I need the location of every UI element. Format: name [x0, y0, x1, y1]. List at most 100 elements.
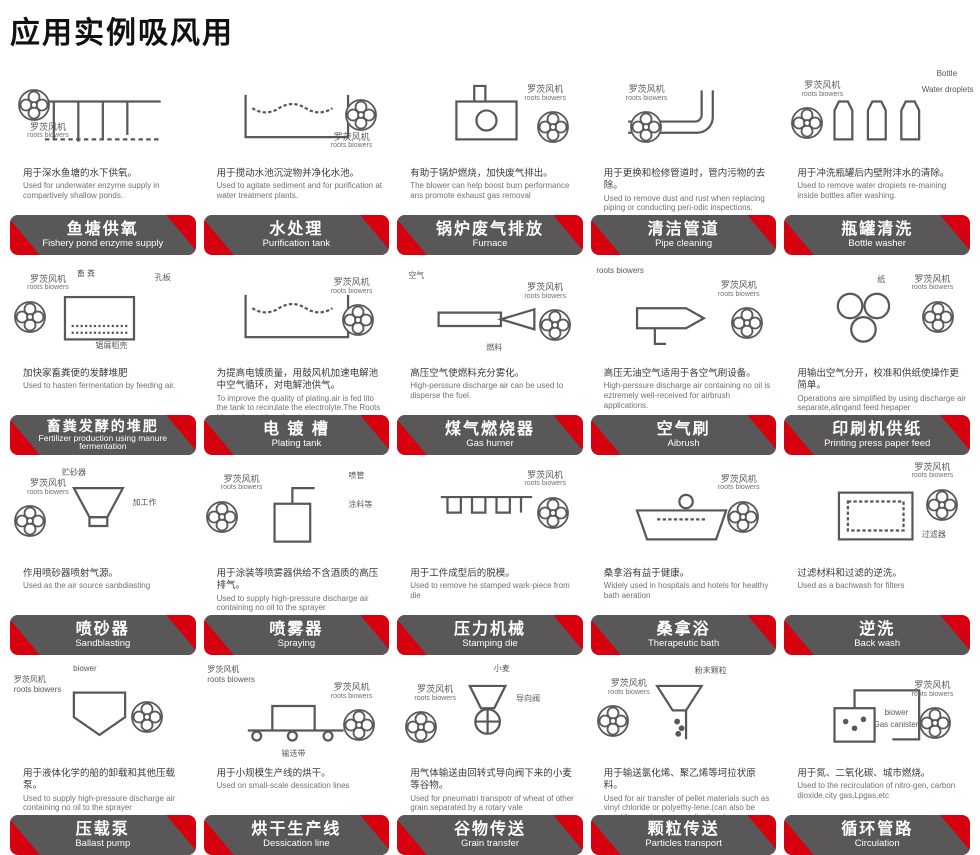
roots-blower-icon	[595, 703, 631, 744]
description-en: Used to supply high-pressure discharge a…	[23, 793, 176, 813]
banner-title-cn: 循环管路	[841, 820, 914, 838]
roots-blower-icon	[725, 499, 761, 540]
roots-blower-icon	[628, 109, 664, 150]
roots-blower-label-en: roots biowers	[911, 690, 954, 698]
diagram-label: Bottle	[936, 69, 958, 79]
funneltank-sketch	[36, 670, 170, 760]
roots-blower-icon	[729, 305, 765, 346]
roots-blower-label-en: roots biowers	[524, 292, 566, 300]
banner-title-en: Printing press paper feed	[824, 437, 931, 449]
roots-blower-label-en: roots biowers	[330, 692, 373, 700]
banner-title-en: Purification tank	[262, 237, 331, 249]
banner-title-cn: 锅炉废气排放	[435, 220, 544, 238]
roots-blower-icon	[535, 109, 571, 150]
banner-title-en: Bottle washer	[848, 237, 906, 249]
banner-title-en: Stamping die	[462, 637, 518, 649]
roots-blower-label-cn: 罗茨风机	[527, 282, 564, 293]
panel-description: 用于冲洗瓶罐后内壁附沣水的清除。Used to remove water dro…	[784, 166, 970, 215]
roots-blower-label-en: roots biowers	[911, 472, 954, 480]
description-en: Used for pneumatri transpotr of wheat of…	[410, 793, 574, 813]
banner-title-en: Particles transport	[645, 837, 722, 849]
banner-title-en: Ballast pump	[75, 837, 131, 849]
rollers-sketch	[810, 270, 944, 360]
diagram-label: 贮砂器	[61, 468, 86, 478]
banner-title-en: Gas hurner	[466, 437, 514, 449]
roots-blower-label-en: roots biowers	[27, 488, 69, 496]
roots-blower-label-en: roots biowers	[27, 284, 69, 292]
comb-sketch	[423, 470, 557, 560]
burner-sketch	[423, 270, 557, 360]
diagram-label: roots biowers	[596, 266, 644, 276]
diagram-label: 涂料等	[348, 499, 373, 509]
panel-description: 用于深水鱼塘的水下供氧。Used for underwater enzyme s…	[10, 166, 196, 215]
banner-title-en: Pipe cleaning	[655, 237, 713, 249]
description-en: High-perssure discharge air containing n…	[603, 381, 771, 410]
description-cn: 高压无油空气适用于各空气刷设备。	[603, 368, 756, 379]
page-header: 应用实例吸风用	[0, 0, 980, 54]
diagram-label: 孔板	[154, 273, 171, 283]
roots-blower-icon	[340, 302, 376, 343]
description-cn: 用气体输送由回转式导向阀下来的小麦等谷物。	[410, 768, 572, 792]
description-cn: 过滤材料和过滤的逆洗。	[797, 568, 902, 579]
description-cn: 高压空气使燃料充分雾化。	[410, 368, 525, 379]
banner-title-cn: 水处理	[269, 220, 324, 238]
roots-blower-label-cn: 罗茨风机	[29, 121, 66, 132]
banner-title-cn: 瓶罐清洗	[841, 220, 914, 238]
description-cn: 用于涂装等喷雾器供给不含酒质的高压排气。	[216, 568, 379, 592]
diagram-label: 导向阀	[515, 693, 540, 703]
roots-blower-label-cn: 罗茨风机	[527, 84, 564, 95]
pellets-sketch	[617, 670, 751, 760]
roots-blower-label-cn: 罗茨风机	[720, 280, 757, 291]
description-cn: 有助于锅炉燃烧，加快废气排出。	[410, 168, 553, 179]
gun-sketch	[617, 270, 751, 360]
roots-blower-label-en: roots biowers	[625, 94, 668, 102]
description-cn: 用于深水鱼塘的水下供氧。	[23, 168, 138, 179]
filter-sketch	[810, 470, 944, 560]
description-cn: 用于输送氯化烯、聚乙烯等坷拉状原料。	[603, 768, 756, 792]
roots-blower-label-en: roots biowers	[27, 132, 69, 140]
roots-blower-icon	[343, 97, 379, 138]
roots-blower-label-en: roots biowers	[414, 694, 456, 702]
loop-sketch	[810, 670, 944, 760]
panel-description: 用于涂装等喷雾器供给不含酒质的高压排气。Used to supply high-…	[204, 566, 390, 615]
panel-description: 高压空气使燃料充分雾化。 High-perssure discharge air …	[397, 366, 583, 415]
diagram-label: 纸	[877, 275, 886, 285]
panel-description: 用于搅动水池沉淀物并净化水池。Used to agitate sediment …	[204, 166, 390, 215]
diagram-label: 小麦	[493, 664, 510, 674]
page-title: 应用实例吸风用	[10, 16, 234, 51]
banner-title-cn: 空气刷	[656, 420, 711, 438]
panel-description: 用于小规模生产线的烘干。Used on small-scale dessicat…	[204, 766, 390, 815]
diagram-label: 锯屑稻壳	[95, 340, 128, 350]
roots-blower-label-en: roots biowers	[330, 287, 373, 295]
boiler-sketch	[423, 70, 557, 160]
description-en: High-perssure discharge air can be used …	[410, 381, 564, 400]
